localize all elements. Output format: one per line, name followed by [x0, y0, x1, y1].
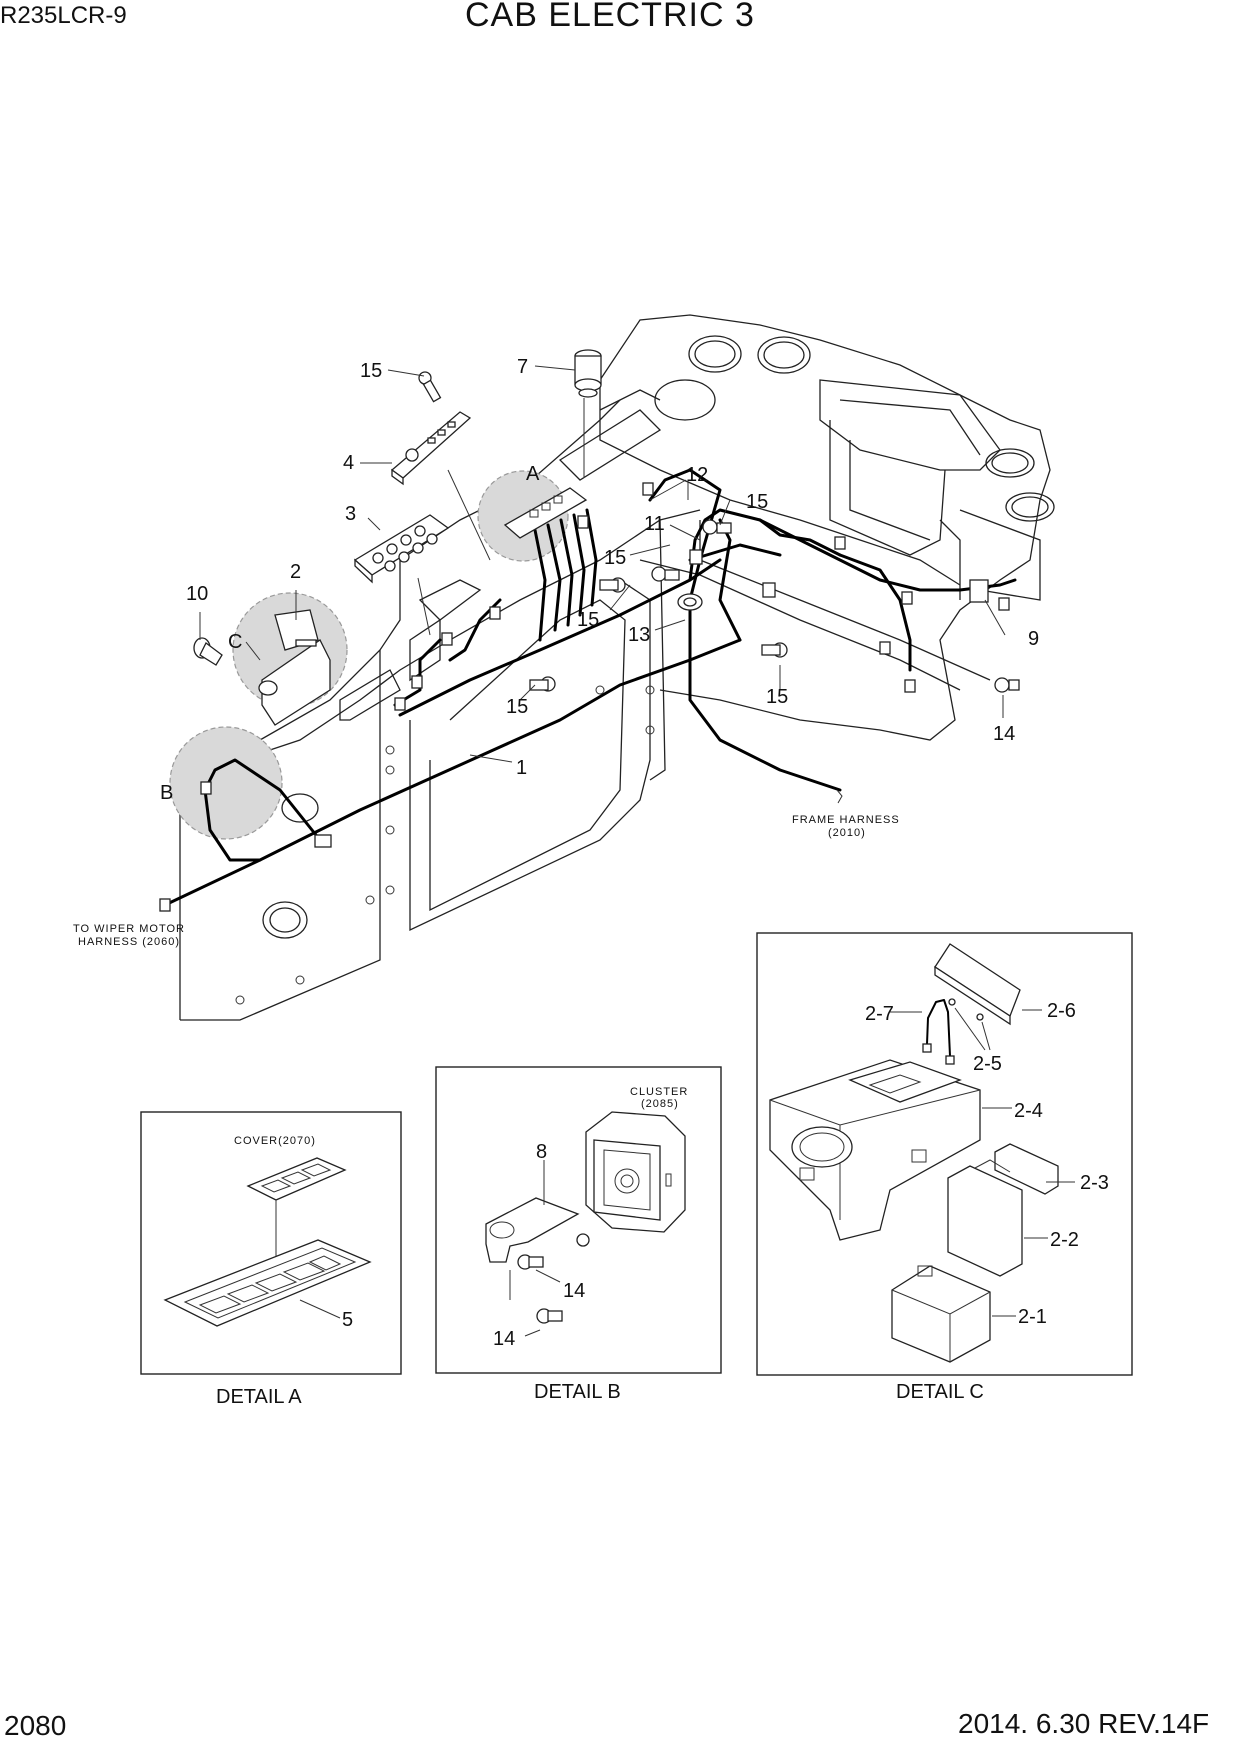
page-number: 2080 — [4, 1710, 67, 1741]
power-socket-7 — [574, 349, 602, 398]
callout-5: 5 — [342, 1309, 353, 1331]
detail-c-panel: 2-6 2-7 2-5 2-4 2-3 2-2 — [756, 932, 1133, 1376]
connector — [762, 582, 776, 598]
wiper-harness-number: HARNESS (2060) — [78, 936, 180, 948]
detail-a-panel: COVER(2070) 5 — [140, 1111, 402, 1375]
callout-15: 15 — [604, 547, 626, 569]
callout-15: 15 — [506, 696, 528, 718]
callout-a: A — [526, 463, 540, 485]
connector — [879, 641, 891, 655]
cab-harness — [163, 468, 1017, 907]
detail-c-label: DETAIL C — [896, 1381, 984, 1403]
callout-2-3: 2-3 — [1080, 1172, 1109, 1194]
connector — [314, 834, 332, 848]
wiper-harness-note: TO WIPER MOTOR — [73, 923, 185, 935]
callout-labels: 15 7 4 A 12 3 11 15 2 15 10 C 15 13 9 15… — [160, 356, 1039, 804]
callout-12: 12 — [686, 464, 708, 486]
callout-15: 15 — [577, 609, 599, 631]
model-number: R235LCR-9 — [0, 2, 127, 29]
cluster-note: CLUSTER — [630, 1086, 688, 1098]
connector — [998, 597, 1010, 611]
connector — [834, 536, 846, 550]
callout-b: B — [160, 782, 173, 804]
detail-b-highlight — [169, 726, 283, 840]
connector — [394, 697, 406, 711]
callout-11: 11 — [644, 513, 665, 535]
harness-connectors — [159, 482, 1010, 912]
frame-harness-end — [836, 789, 843, 804]
connector — [689, 549, 703, 565]
callout-9: 9 — [1028, 628, 1039, 650]
connector — [577, 515, 589, 529]
detail-a-label: DETAIL A — [216, 1386, 302, 1408]
callout-3: 3 — [345, 503, 356, 525]
connector — [904, 679, 916, 693]
callout-8: 8 — [536, 1141, 547, 1163]
page-title: CAB ELECTRIC 3 — [465, 0, 755, 34]
callout-1: 1 — [516, 757, 527, 779]
detail-b-panel: CLUSTER (2085) 8 14 14 — [435, 1066, 722, 1374]
callout-14: 14 — [563, 1280, 585, 1302]
callout-2-4: 2-4 — [1014, 1100, 1043, 1122]
callout-2-2: 2-2 — [1050, 1229, 1079, 1251]
callout-2: 2 — [290, 561, 301, 583]
callout-2-1: 2-1 — [1018, 1306, 1047, 1328]
connector — [489, 606, 501, 620]
callout-leaders — [199, 365, 1006, 763]
callout-7: 7 — [517, 356, 528, 378]
revision-date: 2014. 6.30 REV.14F — [958, 1708, 1210, 1739]
bolts — [418, 371, 1020, 693]
detail-b-label: DETAIL B — [534, 1381, 621, 1403]
part-10 — [193, 637, 223, 666]
frame-harness-note: FRAME HARNESS — [792, 814, 900, 826]
callout-10: 10 — [186, 583, 208, 605]
connector — [441, 632, 453, 646]
callout-4: 4 — [343, 452, 354, 474]
callout-2-5: 2-5 — [973, 1053, 1002, 1075]
connector-9 — [969, 579, 989, 603]
switch-bank-a — [503, 487, 588, 539]
grommet-13 — [677, 593, 703, 611]
switch-panel-3 — [353, 514, 450, 584]
switch-panel-4 — [390, 411, 472, 486]
callout-14: 14 — [493, 1328, 515, 1350]
callout-14: 14 — [993, 723, 1015, 745]
callout-2-7: 2-7 — [865, 1003, 894, 1025]
frame-harness-number: (2010) — [828, 827, 866, 839]
connector — [642, 482, 654, 496]
callout-13: 13 — [628, 624, 650, 646]
callout-c: C — [228, 631, 242, 653]
callout-2-6: 2-6 — [1047, 1000, 1076, 1022]
connector-b — [200, 781, 212, 795]
cover-note: COVER(2070) — [234, 1135, 316, 1147]
module-2 — [258, 609, 331, 726]
connector — [411, 675, 423, 689]
callout-15: 15 — [360, 360, 382, 382]
callout-15: 15 — [766, 686, 788, 708]
wiper-connector — [159, 898, 171, 912]
callout-15: 15 — [746, 491, 768, 513]
cluster-number: (2085) — [641, 1098, 679, 1110]
connector — [901, 591, 913, 605]
